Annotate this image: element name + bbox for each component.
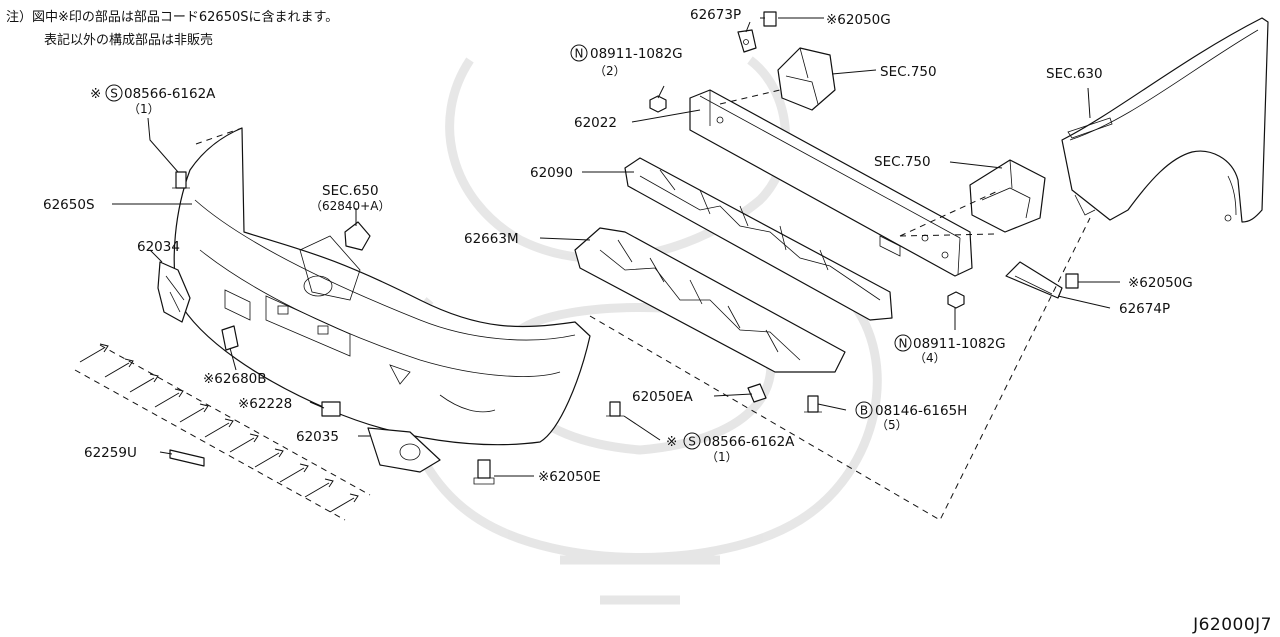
label-08566-top-qty: （1） <box>128 102 160 116</box>
label-08566-bot-qty: （1） <box>706 450 738 464</box>
emblem-sec650 <box>344 221 371 251</box>
clip-62050G-top <box>763 11 777 27</box>
front-direction-arrows <box>79 343 359 513</box>
energy-absorber <box>624 157 893 321</box>
clip-62228 <box>321 401 341 417</box>
note-line-1: 注）図中※印の部品は部品コード62650Sに含まれます。 <box>6 10 339 25</box>
label-62022: 62022 <box>574 115 617 131</box>
label-08911-top-qty: （2） <box>594 64 626 78</box>
label-62680B: ※62680B <box>203 371 267 387</box>
label-62050E: ※62050E <box>538 469 601 485</box>
under-cover <box>574 227 846 373</box>
label-62034: 62034 <box>137 239 180 255</box>
label-62050G-right: ※62050G <box>1128 275 1193 291</box>
label-sec750-top: SEC.750 <box>880 64 937 80</box>
label-62090: 62090 <box>530 165 573 181</box>
label-sec630: SEC.630 <box>1046 66 1103 82</box>
symbol-s-top: S <box>110 87 118 101</box>
label-62035: 62035 <box>296 429 339 445</box>
label-62050G-top: ※62050G <box>826 12 891 28</box>
diagram-code: J62000J7 <box>1193 615 1272 635</box>
fog-cover-62035 <box>367 427 441 473</box>
clip-62050E <box>473 459 495 485</box>
label-08566-top-prefix: ※ <box>90 86 101 102</box>
label-08146: 08146-6165H <box>875 403 967 419</box>
label-62674P: 62674P <box>1119 301 1170 317</box>
front-fender <box>1061 17 1269 223</box>
label-62663M: 62663M <box>464 231 519 247</box>
clip-62050EA <box>747 383 767 403</box>
symbol-b-right: B <box>860 404 868 418</box>
label-62228: ※62228 <box>238 396 292 412</box>
label-sec650-sub: （62840+A） <box>310 199 390 213</box>
label-08911-right-qty: （4） <box>914 351 946 365</box>
label-08146-qty: （5） <box>876 418 908 432</box>
strip-62259U <box>169 449 205 467</box>
symbol-markers: N S N B S <box>105 44 912 450</box>
leader-lines <box>112 17 1120 477</box>
label-62673P: 62673P <box>690 7 741 23</box>
part-labels: 62673P ※62050G 08911-1082G （2） SEC.750 6… <box>43 7 1193 485</box>
label-sec750-mid: SEC.750 <box>874 154 931 170</box>
reinforcement-beam <box>689 89 973 277</box>
nut-08911-top <box>649 95 667 113</box>
label-08566-top: 08566-6162A <box>124 86 216 102</box>
symbol-n-right: N <box>899 337 908 351</box>
label-62650S: 62650S <box>43 197 95 213</box>
label-sec650: SEC.650 <box>322 183 379 199</box>
upper-bracket <box>777 47 836 111</box>
nut-08911-right <box>947 291 965 309</box>
side-bracket <box>969 159 1046 233</box>
screw-08566-top <box>172 171 190 189</box>
label-08566-bot-prefix: ※ <box>666 434 677 450</box>
symbol-n-top: N <box>575 47 584 61</box>
lower-bracket-62674P <box>1005 261 1063 299</box>
label-62259U: 62259U <box>84 445 137 461</box>
bracket-62673P <box>737 29 757 53</box>
label-08911-top: 08911-1082G <box>590 46 683 62</box>
clip-62050G-right <box>1065 273 1079 289</box>
symbol-s-bot: S <box>688 435 696 449</box>
label-08911-right: 08911-1082G <box>913 336 1006 352</box>
label-62050EA: 62050EA <box>632 389 693 405</box>
clip-62680B <box>221 325 239 351</box>
note-line-2: 表記以外の構成部品は非販売 <box>44 33 214 48</box>
screw-08566-bot <box>606 401 624 417</box>
assembly-dashed-lines <box>74 89 1091 521</box>
bumper-fascia <box>173 127 591 446</box>
fog-cover-62034 <box>157 261 191 323</box>
label-08566-bot: 08566-6162A <box>703 434 795 450</box>
